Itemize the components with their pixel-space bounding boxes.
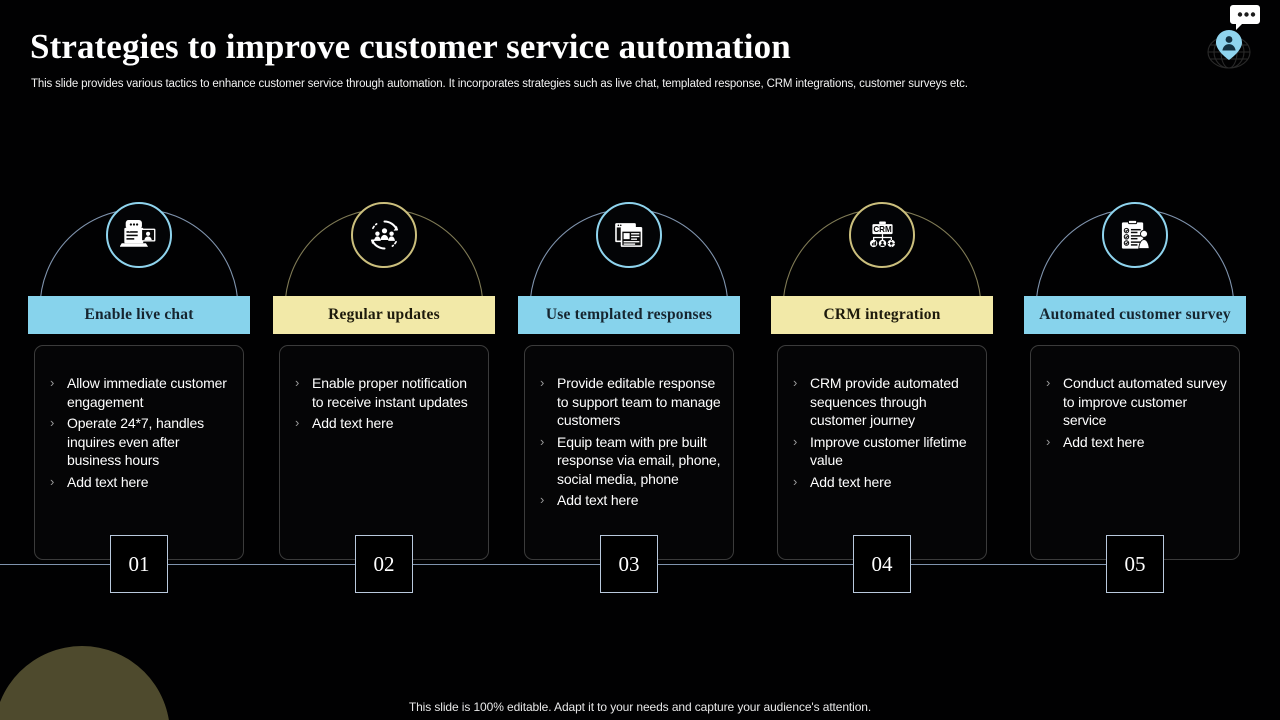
footer-note: This slide is 100% editable. Adapt it to…	[408, 700, 872, 714]
chevron-right-icon: ›	[295, 375, 300, 390]
page-title: Strategies to improve customer service a…	[30, 27, 791, 66]
bullet-list-5: ›Conduct automated survey to improve cus…	[1041, 374, 1229, 451]
list-item: ›Add text here	[295, 415, 394, 431]
step-number-3: 03	[600, 535, 658, 593]
chevron-right-icon: ›	[793, 375, 798, 390]
column-card-5: ›Conduct automated survey to improve cus…	[1030, 345, 1240, 560]
column-card-2: ›Enable proper notification to receive i…	[279, 345, 489, 560]
column-title-1: Enable live chat	[28, 296, 250, 334]
customer-service-logo	[1200, 2, 1262, 72]
list-item: ›Add text here	[50, 473, 149, 490]
list-item: ›Enable proper notification to receive i…	[295, 375, 468, 410]
step-number-5: 05	[1106, 535, 1164, 593]
step-number-1: 01	[110, 535, 168, 593]
page-subtitle: This slide provides various tactics to e…	[31, 78, 968, 90]
connector-line	[743, 564, 853, 565]
live-chat-icon	[106, 202, 172, 268]
connector-line	[911, 564, 1021, 565]
connector-line	[658, 564, 768, 565]
chevron-right-icon: ›	[793, 473, 798, 489]
chevron-right-icon: ›	[540, 375, 545, 390]
survey-checklist-person-icon	[1102, 202, 1168, 268]
chevron-right-icon: ›	[1046, 433, 1051, 449]
connector-line	[413, 564, 523, 565]
column-card-1: ›Allow immediate customer engagement ›Op…	[34, 345, 244, 560]
step-number-2: 02	[355, 535, 413, 593]
column-title-4: CRM integration	[771, 296, 993, 334]
connector-line	[0, 564, 110, 565]
bullet-list-3: ›Provide editable response to support te…	[535, 374, 723, 510]
chevron-right-icon: ›	[50, 375, 55, 390]
chevron-right-icon: ›	[50, 415, 55, 430]
speech-bubble-icon	[1230, 5, 1260, 30]
list-item: ›Allow immediate customer engagement	[50, 375, 227, 410]
chevron-right-icon: ›	[540, 492, 545, 507]
list-item: ›Equip team with pre built response via …	[540, 433, 721, 487]
bullet-list-4: ›CRM provide automated sequences through…	[788, 374, 976, 491]
chevron-right-icon: ›	[1046, 375, 1051, 390]
list-item: ›Conduct automated survey to improve cus…	[1046, 375, 1227, 428]
chevron-right-icon: ›	[295, 415, 300, 430]
column-title-3: Use templated responses	[518, 296, 740, 334]
connector-line	[245, 564, 355, 565]
connector-line	[490, 564, 600, 565]
templates-windows-icon	[596, 202, 662, 268]
chevron-right-icon: ›	[793, 433, 798, 449]
column-card-3: ›Provide editable response to support te…	[524, 345, 734, 560]
list-item: ›Add text here	[1046, 433, 1145, 450]
map-pin-icon	[1216, 29, 1242, 60]
list-item: ›Add text here	[540, 492, 639, 508]
crm-network-icon: CRM	[849, 202, 915, 268]
update-cycle-people-icon	[351, 202, 417, 268]
column-title-5: Automated customer survey	[1024, 296, 1246, 334]
list-item: ›CRM provide automated sequences through…	[793, 375, 959, 428]
connector-line	[996, 564, 1106, 565]
list-item: ›Improve customer lifetime value	[793, 433, 967, 469]
svg-text:CRM: CRM	[873, 225, 892, 234]
connector-line	[168, 564, 278, 565]
step-number-4: 04	[853, 535, 911, 593]
column-title-2: Regular updates	[273, 296, 495, 334]
bullet-list-1: ›Allow immediate customer engagement ›Op…	[45, 374, 233, 491]
bullet-list-2: ›Enable proper notification to receive i…	[290, 374, 478, 433]
chevron-right-icon: ›	[540, 433, 545, 449]
list-item: ›Add text here	[793, 473, 892, 490]
list-item: ›Operate 24*7, handles inquires even aft…	[50, 415, 204, 468]
chevron-right-icon: ›	[50, 473, 55, 489]
list-item: ›Provide editable response to support te…	[540, 375, 721, 428]
column-card-4: ›CRM provide automated sequences through…	[777, 345, 987, 560]
